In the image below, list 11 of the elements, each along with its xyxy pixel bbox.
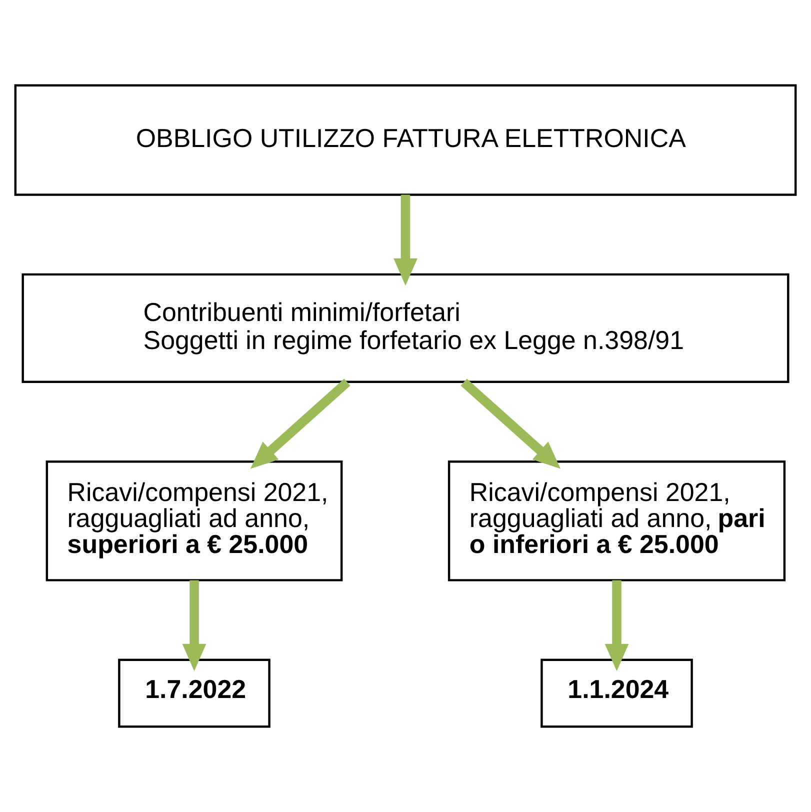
node-box: Ricavi/compensi 2021, ragguagliati ad anno, superiori a € 25.000 [46,460,343,582]
arrow [182,580,206,672]
arrow [604,580,629,672]
arrow [394,194,418,286]
arrow [250,378,350,469]
node-box: 1.1.2024 [540,658,693,728]
node-box: 1.7.2022 [118,658,270,728]
node-box: Ricavi/compensi 2021, ragguagliati ad anno, pari o inferiori a € 25.000 [448,460,786,582]
arrow [460,378,561,469]
node-box: OBBLIGO UTILIZZO FATTURA ELETTRONICA [14,84,797,196]
node-box: Contribuenti minimi/forfetari Soggetti in regime forfetario ex Legge n.398/91 [22,273,790,384]
